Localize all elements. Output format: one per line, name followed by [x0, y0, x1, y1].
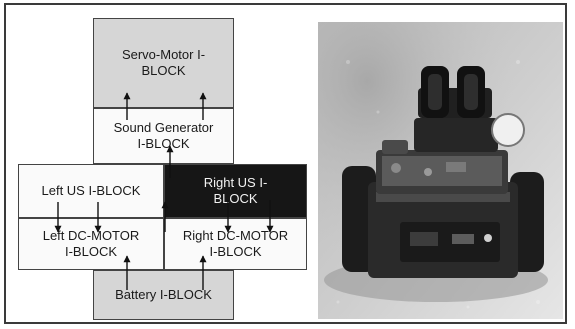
servo-motor	[414, 118, 498, 152]
sound-generator-disc	[492, 114, 524, 146]
robot-photo	[318, 22, 563, 319]
